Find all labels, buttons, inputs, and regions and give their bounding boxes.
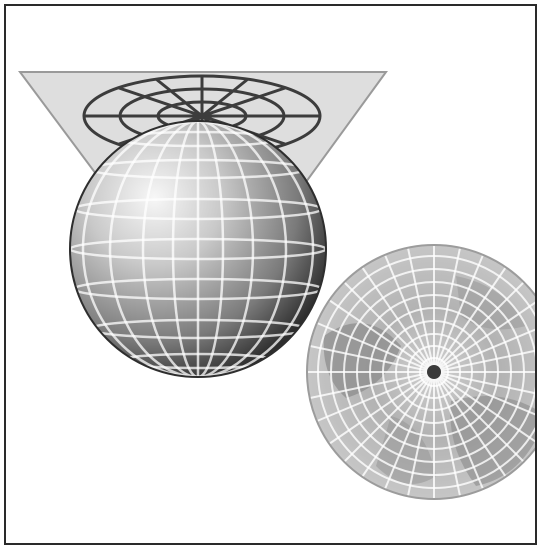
- figure-frame: [4, 4, 537, 545]
- globe-projection-icon: [6, 6, 537, 545]
- projected-disk: [307, 245, 537, 499]
- globe-sphere: [70, 121, 326, 377]
